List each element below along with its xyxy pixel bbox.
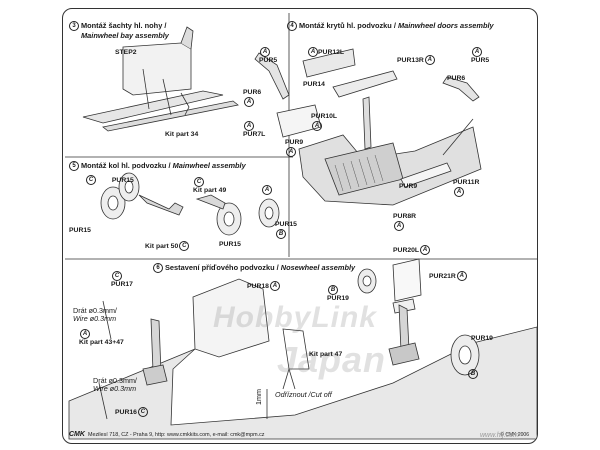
footer-brand-logo: CMK xyxy=(69,431,85,438)
label-kit-part-34: Kit part 34 xyxy=(165,131,199,138)
ref-c-icon: C xyxy=(86,175,96,185)
section-4-title-cz: Montáž krytů hl. podvozku / xyxy=(299,21,396,30)
ref-a-icon: A xyxy=(244,97,254,107)
section-4-title-en: Mainwheel doors assembly xyxy=(397,21,494,30)
label-wire-1: Drát ø0.3mm/Wire ø0.3mm xyxy=(73,306,117,323)
watermark-line1: HobbyLink xyxy=(213,301,377,334)
watermark-site: www.hlj.com xyxy=(480,432,519,439)
label-pur15-a: C PUR15 xyxy=(85,175,134,185)
footer-address: CMK Mezilesí 718, CZ - Praha 9, http: ww… xyxy=(69,431,264,438)
ref-b-icon: B xyxy=(468,369,478,379)
section-3-number: 3 xyxy=(69,21,79,32)
label-wire-2: Drát ø0.3mm/Wire ø0.3mm xyxy=(93,376,137,393)
bay-assembly-drawing xyxy=(82,26,239,132)
section-6-title-en: Nosewheel assembly xyxy=(280,263,356,272)
ref-a-icon: A xyxy=(420,245,431,255)
label-cut-off: Odříznout /Cut off xyxy=(275,390,332,399)
ref-a-icon: A xyxy=(80,329,90,339)
label-b-right: B xyxy=(467,369,478,379)
label-kit-part-47: Kit part 47 xyxy=(309,351,343,358)
section-3-title-en: Mainwheel bay assembly xyxy=(81,31,169,41)
label-pur15-b: A xyxy=(261,185,272,195)
section-6-title-cz: Sestavení příďového podvozku / xyxy=(165,263,279,272)
watermark-line2: Japan xyxy=(277,339,387,380)
label-pur15-d: PUR15 xyxy=(69,227,91,234)
footer-copyright: © CMK 2006 xyxy=(500,432,529,438)
section-3-title-cz: Montáž šachty hl. nohy / xyxy=(81,21,167,30)
assembly-illustrations xyxy=(65,13,537,440)
nosewheel-drawing xyxy=(68,258,537,440)
ref-a-icon: A xyxy=(394,221,404,231)
ref-a-icon: A xyxy=(424,55,435,65)
label-pur9-b: PUR9 xyxy=(399,183,418,190)
doors-assembly-drawing xyxy=(254,48,482,206)
ref-a-icon: A xyxy=(312,121,322,131)
label-pur15-e: PUR15 xyxy=(219,241,241,248)
section-5-title-cz: Montáž kol hl. podvozku / xyxy=(81,161,171,170)
ref-a-icon: A xyxy=(308,47,318,57)
ref-b-icon: B xyxy=(276,229,286,239)
label-step2: STEP2 xyxy=(115,49,137,56)
mainwheel-drawing xyxy=(100,172,280,236)
ref-c-icon: C xyxy=(112,271,122,281)
footer-address-text: Mezilesí 718, CZ - Praha 9, http: www.cm… xyxy=(87,432,265,438)
ref-b-icon: B xyxy=(328,285,338,295)
label-pur19-b: PUR19 xyxy=(471,335,493,342)
section-6-number: 6 xyxy=(153,263,163,274)
ref-a-icon: A xyxy=(286,147,296,157)
ref-a-icon: A xyxy=(454,187,464,197)
section-5-title-en: Mainwheel assembly xyxy=(172,161,246,170)
ref-c-icon: C xyxy=(179,241,190,251)
ref-a-icon: A xyxy=(456,271,467,281)
ref-a-icon: A xyxy=(260,47,270,57)
ref-a-icon: A xyxy=(269,281,280,291)
label-pur6-b: PUR6 xyxy=(447,75,466,82)
section-4-number: 4 xyxy=(287,21,297,32)
section-5-number: 5 xyxy=(69,161,79,172)
label-pur14: PUR14 xyxy=(303,81,325,88)
ref-a-icon: A xyxy=(472,47,482,57)
ref-c-icon: C xyxy=(137,407,148,417)
ref-a-icon: A xyxy=(244,121,254,131)
ref-c-icon: C xyxy=(194,177,204,187)
ref-a-icon: A xyxy=(262,185,272,195)
label-1mm: 1mm xyxy=(254,389,263,405)
